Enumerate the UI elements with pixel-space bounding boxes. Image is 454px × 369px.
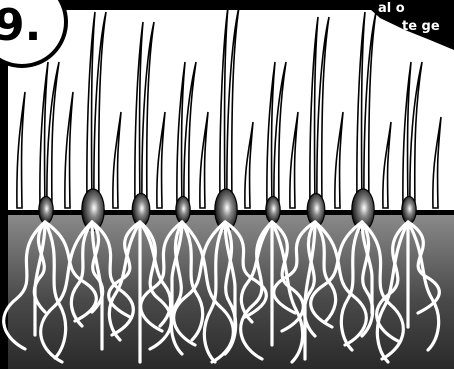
corner-text-line1: al o [378,1,405,16]
seed [266,197,280,224]
seed [176,197,190,224]
seed [402,197,416,224]
step-number: 9. [0,0,41,51]
seed [39,197,53,224]
corner-text-line2: te ge [402,19,440,34]
